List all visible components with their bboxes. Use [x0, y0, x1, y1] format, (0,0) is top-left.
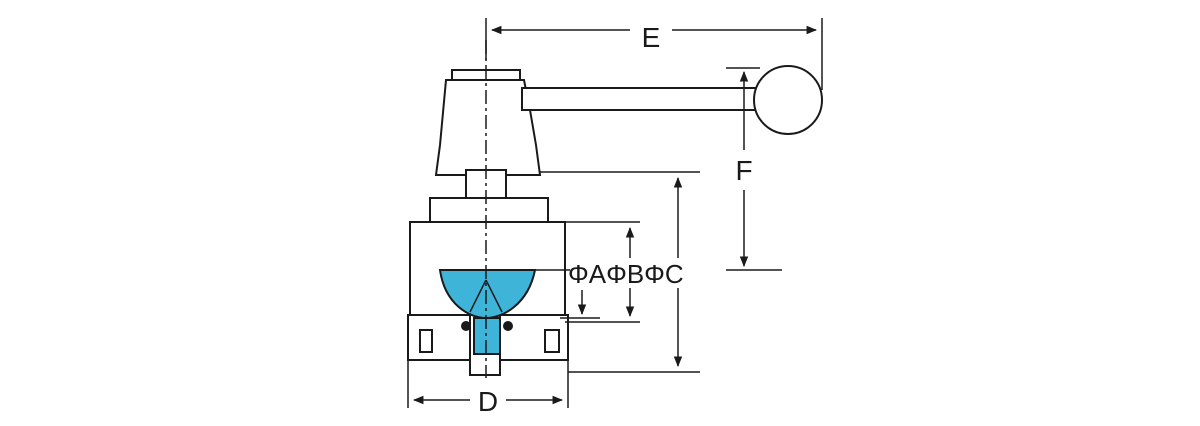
disc-line-right: [485, 279, 503, 313]
seal-right: [503, 321, 513, 331]
dim-E-label: E: [642, 22, 661, 53]
handle-head: [434, 79, 542, 176]
lever-arm: [521, 87, 765, 111]
dim-F: [726, 67, 782, 271]
clamp-left: [419, 329, 433, 353]
clamp-right: [544, 329, 560, 353]
dim-D: [407, 360, 569, 408]
dim-D-label: D: [478, 386, 498, 417]
disc-line-left: [469, 279, 487, 313]
disc-stem: [473, 317, 501, 355]
dim-E: [485, 18, 823, 90]
dim-ABC-label: ΦAΦBΦC: [568, 259, 684, 289]
seal-left: [461, 321, 471, 331]
lever-knob: [753, 65, 823, 135]
dim-F-label: F: [735, 155, 752, 186]
dim-ABC: [536, 171, 700, 373]
